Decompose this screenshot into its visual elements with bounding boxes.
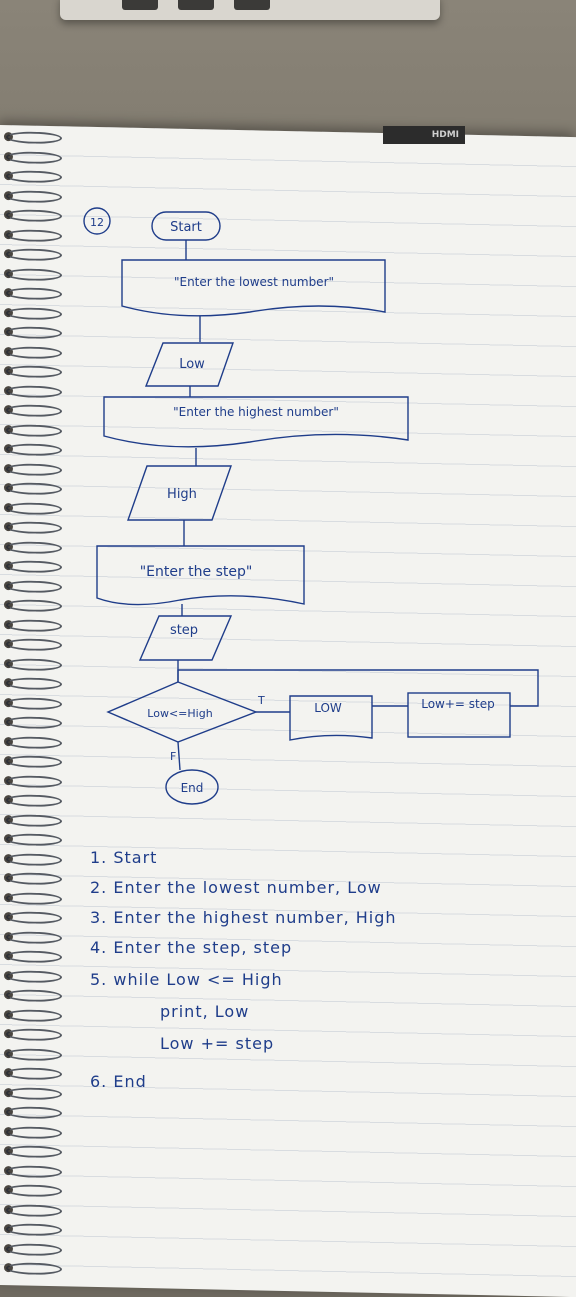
algorithm-step-2: 2. Enter the lowest number, Low [90,878,382,897]
loop-back-arrow [177,669,539,707]
prompt-step-shape [96,545,305,606]
input-low-label: Low [179,357,205,372]
keyboard-key [178,0,214,10]
end-terminal [165,769,219,805]
problem-number-circle [83,207,111,235]
false-arrow [177,741,181,771]
input-step-shape [138,615,233,661]
algorithm-step-5: 5. while Low <= High [90,970,283,989]
keyboard-key [122,0,158,10]
condition-label: Low<=High [147,707,212,720]
algorithm-step-3: 3. Enter the highest number, High [90,908,397,927]
keyboard-key [234,0,270,10]
prompt-high-label: "Enter the highest number" [173,405,339,419]
increment-process [407,692,511,738]
end-label: End [181,781,204,795]
prompt-low-label: "Enter the lowest number" [174,275,334,289]
hdmi-sticker: HDMI [383,126,465,144]
algorithm-step-4: 4. Enter the step, step [90,938,293,957]
algorithm-step-5-increment: Low += step [160,1034,275,1053]
input-step-label: step [170,623,198,638]
input-low-shape [144,342,234,387]
start-label: Start [170,220,202,235]
problem-number: 12 [90,216,104,229]
algorithm-step-6: 6. End [90,1072,147,1091]
algorithm-step-1: 1. Start [90,848,158,867]
output-low-shape [289,695,373,741]
input-high-shape [127,465,232,521]
prompt-high-shape [103,396,409,448]
keyboard [60,0,440,20]
algorithm-step-5-print: print, Low [160,1002,250,1021]
prompt-step-label: "Enter the step" [140,564,253,580]
input-high-label: High [167,487,197,502]
increment-label: Low+= step [421,697,495,711]
true-label: T [257,694,265,707]
output-low-label: LOW [314,701,342,715]
prompt-low-shape [121,259,386,317]
false-label: F [170,750,176,763]
